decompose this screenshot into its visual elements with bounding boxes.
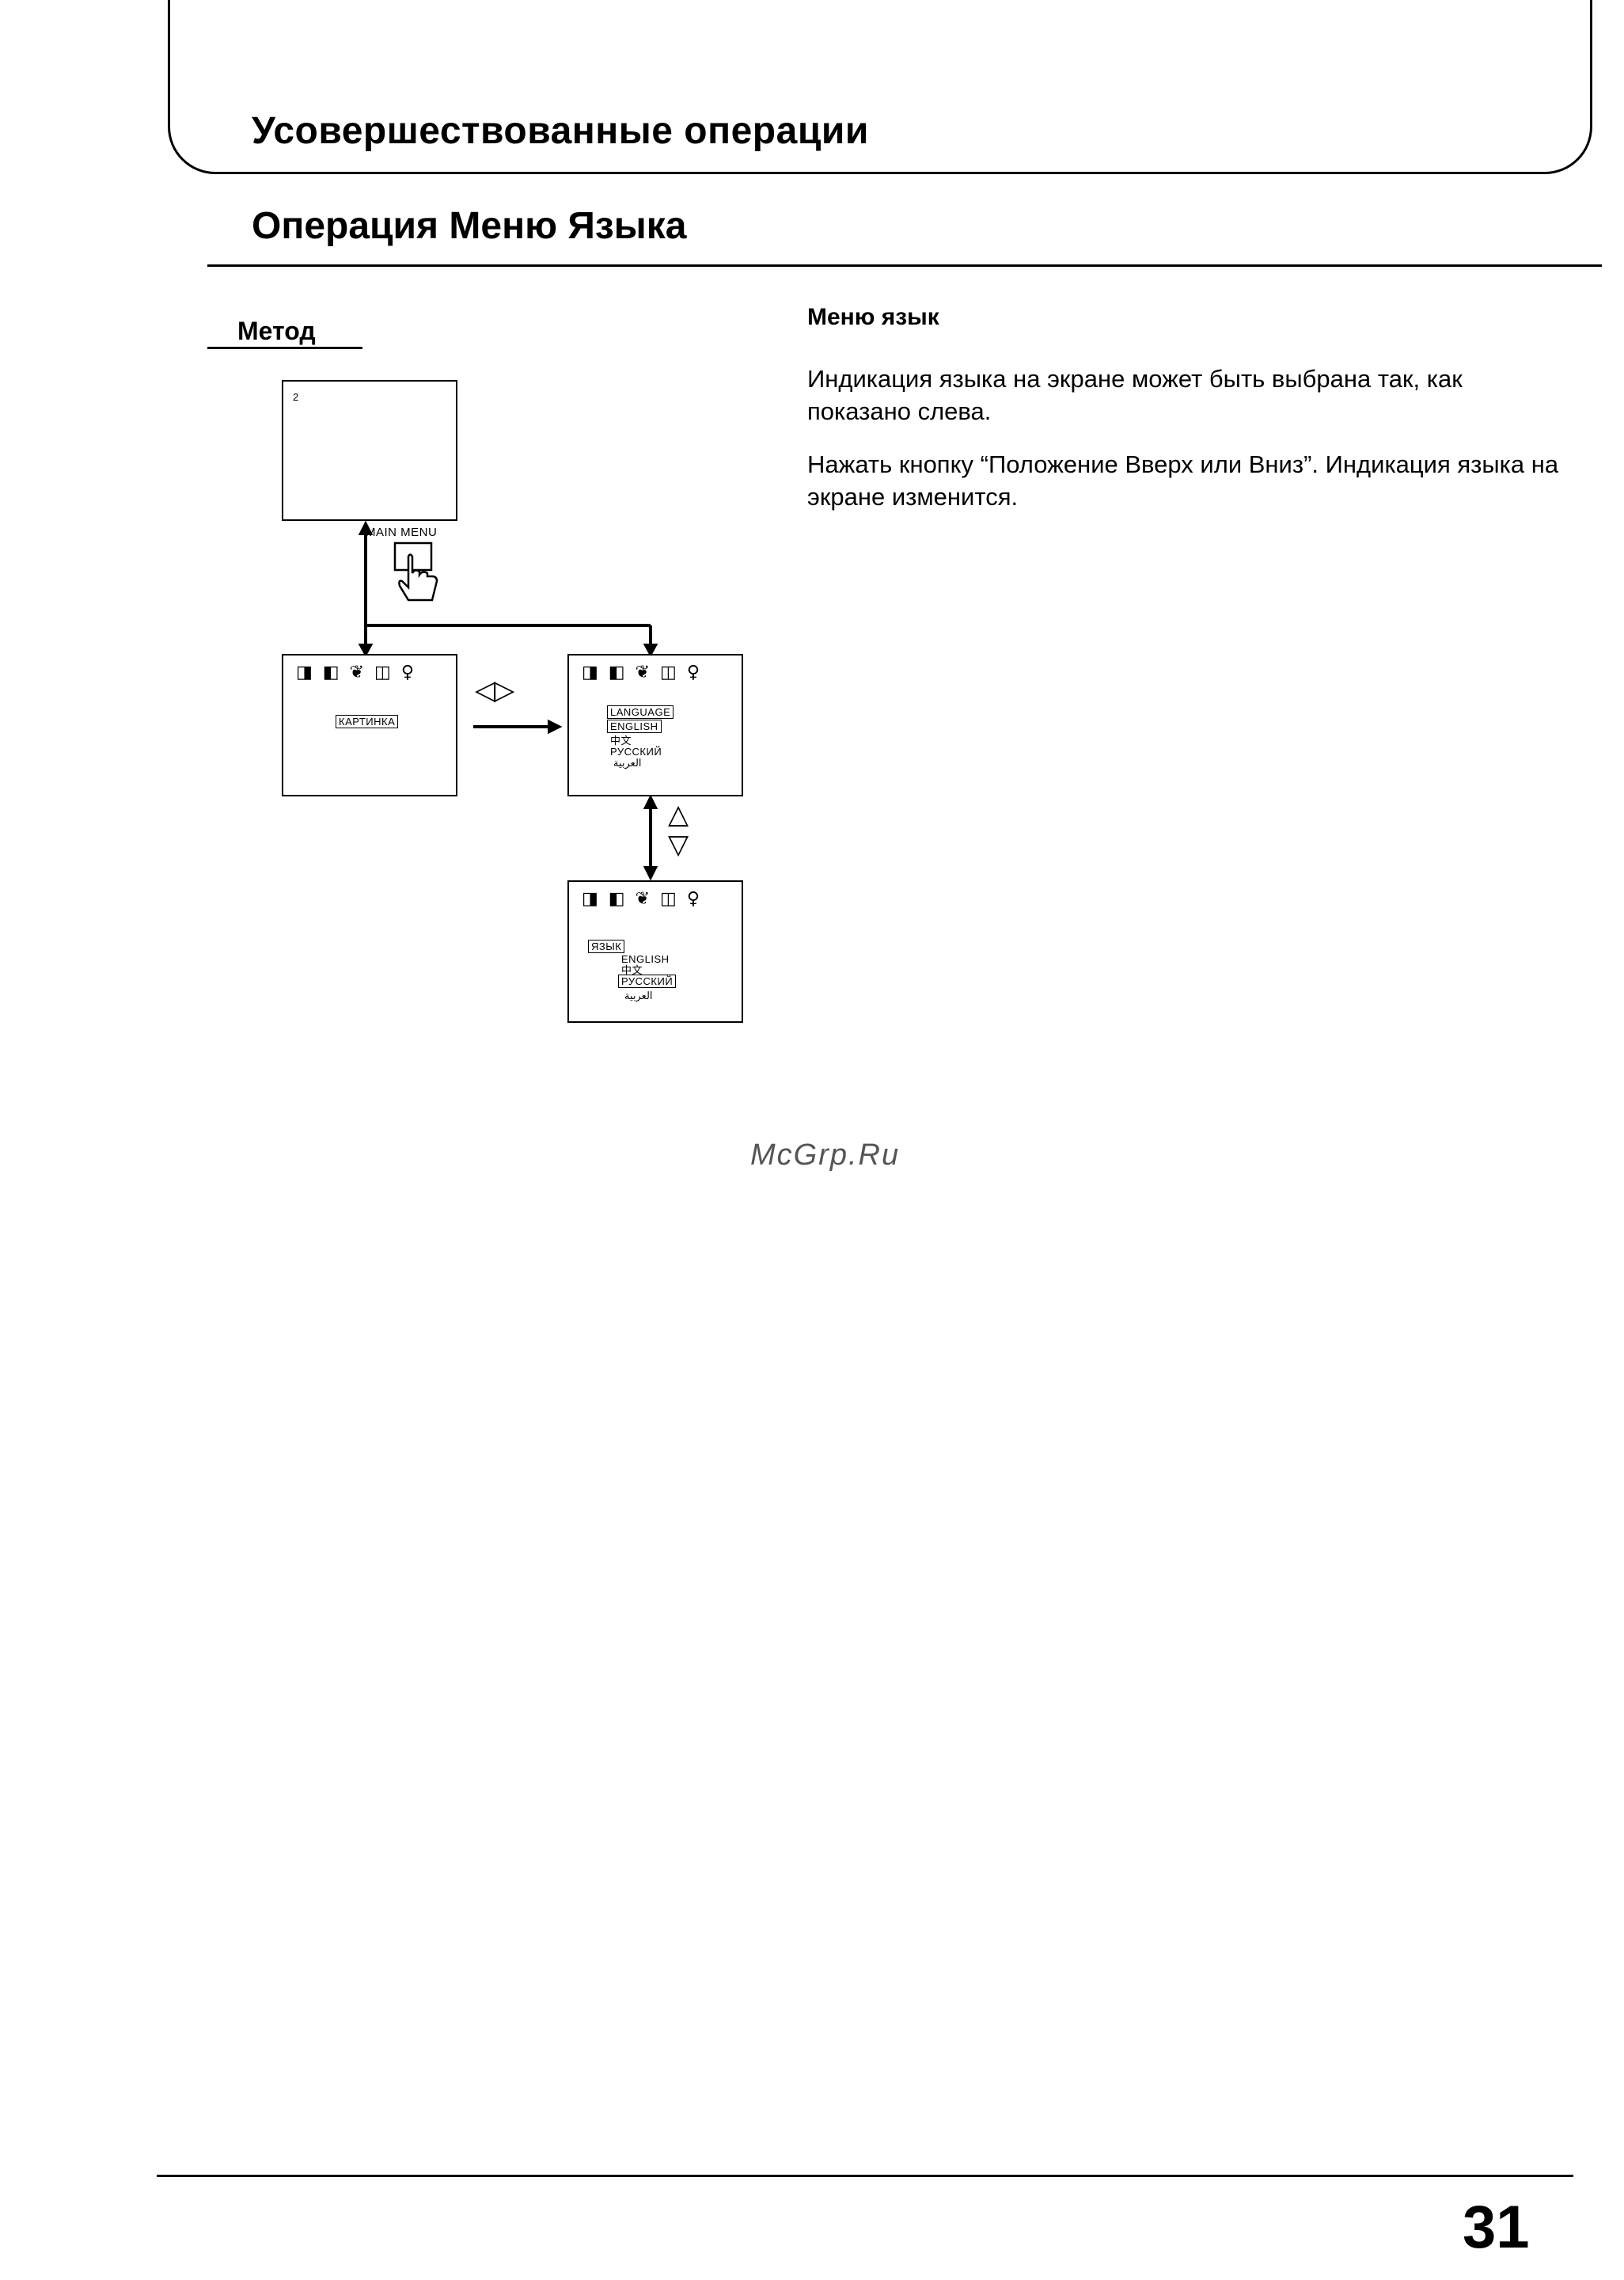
menu-icon-bar: ◨ ◧ ❦ ◫ ♀	[296, 662, 414, 684]
feature-icon: ❦	[635, 663, 651, 682]
sound-icon: ◧	[608, 663, 625, 682]
tv-screen-picture-menu: ◨ ◧ ❦ ◫ ♀ КАРТИНКА	[282, 654, 457, 796]
section-divider	[207, 264, 1602, 267]
menu-title-language: LANGUAGE	[607, 705, 674, 719]
menu-title-language-ru: ЯЗЫК	[588, 940, 625, 953]
feature-icon: ❦	[349, 663, 365, 682]
main-menu-button-label: MAIN MENU	[366, 526, 438, 539]
method-underline	[207, 347, 362, 349]
header-frame	[168, 0, 1592, 174]
menu-icon-bar: ◨ ◧ ❦ ◫ ♀	[582, 888, 700, 910]
tv-screen-language-russian: ◨ ◧ ❦ ◫ ♀ ЯЗЫК ENGLISH 中文 РУССКИЙ العربي…	[567, 880, 743, 1023]
timer-icon: ♀	[400, 663, 414, 682]
up-down-arrows-icon: △ ▽	[668, 800, 689, 860]
language-option-arabic: العربية	[624, 990, 653, 1001]
text-heading: Меню язык	[807, 304, 939, 330]
left-right-arrows-icon: ◁▷	[475, 674, 514, 706]
section-title: Операция Меню Языка	[252, 205, 687, 247]
language-option-english: ENGLISH	[621, 953, 670, 965]
feature-icon: ❦	[635, 889, 651, 909]
language-option-chinese: 中文	[610, 735, 632, 747]
down-arrow-icon: ▽	[668, 829, 689, 861]
tv-screen-language-menu: ◨ ◧ ❦ ◫ ♀ LANGUAGE ENGLISH 中文 РУССКИЙ ال…	[567, 654, 743, 796]
language-option-russian: РУССКИЙ	[610, 746, 662, 758]
language-option-arabic: العربية	[613, 757, 642, 769]
page-number: 31	[1463, 2194, 1530, 2261]
language-option-chinese: 中文	[621, 964, 643, 976]
chapter-title: Усовершествованные операции	[252, 110, 869, 152]
language-option-english: ENGLISH	[607, 720, 662, 733]
picture-icon: ◨	[582, 663, 598, 682]
setup-icon: ◫	[660, 663, 677, 682]
paragraph-2: Нажать кнопку “Положение Вверх или Вниз”…	[807, 450, 1559, 511]
menu-icon-bar: ◨ ◧ ❦ ◫ ♀	[582, 662, 700, 684]
sound-icon: ◧	[322, 663, 340, 682]
setup-icon: ◫	[660, 889, 677, 909]
paragraph-1: Индикация языка на экране может быть выб…	[807, 365, 1463, 425]
picture-icon: ◨	[582, 889, 598, 909]
picture-icon: ◨	[296, 663, 313, 682]
footer-divider	[157, 2175, 1573, 2177]
channel-number: 2	[293, 391, 299, 403]
timer-icon: ♀	[686, 663, 700, 682]
language-option-russian-selected: РУССКИЙ	[618, 975, 677, 988]
watermark: McGrp.Ru	[750, 1138, 901, 1172]
tv-screen-initial: 2	[282, 380, 457, 521]
setup-icon: ◫	[374, 663, 391, 682]
timer-icon: ♀	[686, 889, 700, 909]
method-label: Метод	[237, 317, 316, 345]
menu-item-picture: КАРТИНКА	[336, 715, 399, 728]
up-arrow-icon: △	[668, 799, 689, 830]
sound-icon: ◧	[608, 889, 625, 909]
